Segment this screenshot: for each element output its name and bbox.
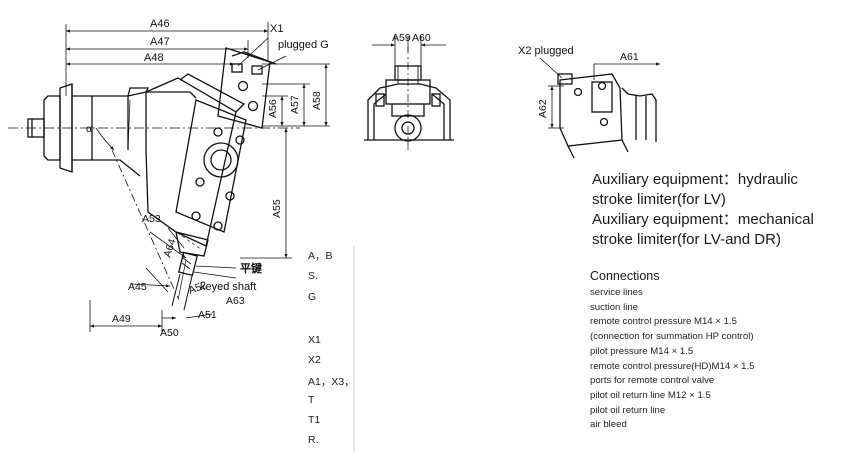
dim-A57: A57	[289, 95, 301, 114]
front-view-dimensions	[372, 36, 446, 66]
connection-item: suction line	[590, 301, 638, 313]
aux-line-1: Auxiliary equipment：hydraulic	[592, 171, 798, 188]
dim-A63: A63	[226, 295, 245, 307]
dim-alpha: α	[86, 123, 92, 135]
dim-A64: A64	[161, 237, 178, 259]
port-item: A，B	[308, 250, 333, 262]
port-item: A1，X3，	[308, 376, 355, 388]
dim-A59: A59	[392, 32, 411, 44]
detail-view	[557, 73, 657, 159]
connection-item: (connection for summation HP control)	[590, 331, 754, 343]
dim-A51: A51	[198, 309, 217, 321]
callout-x1: X1	[270, 23, 283, 35]
main-view-dimensions	[65, 22, 330, 332]
dim-A53: A53	[142, 213, 161, 225]
detail-view-dimensions	[539, 57, 660, 129]
main-view	[8, 47, 300, 311]
dim-A45: A45	[128, 281, 147, 293]
dim-A46: A46	[150, 18, 170, 30]
port-item: T1	[308, 414, 321, 426]
callout-flat-key: 平键	[240, 261, 263, 275]
dim-A50: A50	[160, 327, 179, 339]
dim-A58: A58	[311, 91, 323, 110]
connection-item: remote control pressure(HD)M14 × 1.5	[590, 360, 755, 372]
connection-item: pilot oil return line M12 × 1.5	[590, 389, 711, 401]
dim-A60: A60	[412, 32, 431, 44]
connections-list: service lines suction line remote contro…	[590, 286, 755, 433]
aux-line-2: stroke limiter(for LV)	[592, 191, 726, 208]
port-item: X2	[308, 354, 321, 366]
connection-item: service lines	[590, 287, 643, 298]
port-item: T	[308, 394, 315, 406]
dim-A61: A61	[620, 51, 639, 63]
aux-line-3: Auxiliary equipment：mechanical	[592, 211, 814, 228]
connection-item: ports for remote control valve	[590, 375, 715, 387]
callout-keyed-shaft: keyed shaft	[200, 281, 256, 293]
port-item: X1	[308, 334, 321, 346]
callout-plugged-g: plugged G	[278, 39, 329, 51]
dim-A49: A49	[112, 313, 131, 325]
dim-A62: A62	[537, 99, 549, 118]
aux-line-4: stroke limiter(for LV-and DR)	[592, 231, 781, 248]
connections-title: Connections	[590, 269, 660, 283]
port-item: R.	[308, 434, 319, 446]
front-view	[364, 46, 454, 150]
port-item: S.	[308, 270, 318, 282]
callout-x2-plugged: X2 plugged	[518, 45, 574, 57]
port-item: G	[308, 291, 317, 303]
connection-item: pilot pressure M14 × 1.5	[590, 345, 694, 357]
dim-A48: A48	[144, 52, 164, 64]
dim-A56: A56	[267, 99, 279, 118]
dim-A47: A47	[150, 36, 170, 48]
connection-item: air bleed	[590, 419, 627, 431]
dim-A55: A55	[271, 199, 283, 218]
connection-item: remote control pressure M14 × 1.5	[590, 316, 737, 328]
connection-item: pilot oil return line	[590, 404, 666, 416]
